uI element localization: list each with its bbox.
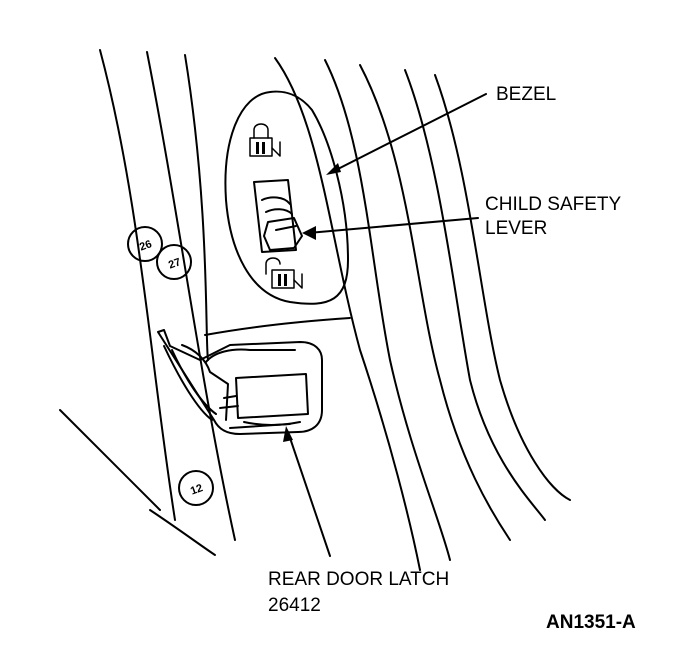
badge-upper-left: 26 xyxy=(127,226,163,262)
child-safety-lever-label-line1: CHILD SAFETY xyxy=(485,194,622,215)
rear-door-latch-label-line1: REAR DOOR LATCH xyxy=(268,569,449,590)
padlock-closed-icon xyxy=(249,123,281,157)
rear-door-latch xyxy=(157,329,323,435)
door-frame-lines xyxy=(59,49,571,571)
badge-upper-right: 27 xyxy=(156,244,192,280)
bezel-label: BEZEL xyxy=(496,84,556,105)
child-safety-lever-label-line2: LEVER xyxy=(485,218,547,239)
bezel-leader xyxy=(326,93,487,175)
rear-door-latch-label-line2: 26412 xyxy=(268,595,321,616)
padlock-open-icon xyxy=(265,257,303,289)
badge-lower: 12 xyxy=(178,470,214,506)
child-safety-lever-leader xyxy=(302,217,479,240)
bezel-panel xyxy=(224,90,349,305)
figure-reference-label: AN1351-A xyxy=(546,612,636,633)
rear-door-latch-leader xyxy=(283,426,331,557)
badge-upper-left-text: 26 xyxy=(138,238,154,253)
badge-upper-right-text: 27 xyxy=(167,256,183,271)
badge-lower-text: 12 xyxy=(189,482,205,497)
child-safety-lever xyxy=(253,179,303,253)
